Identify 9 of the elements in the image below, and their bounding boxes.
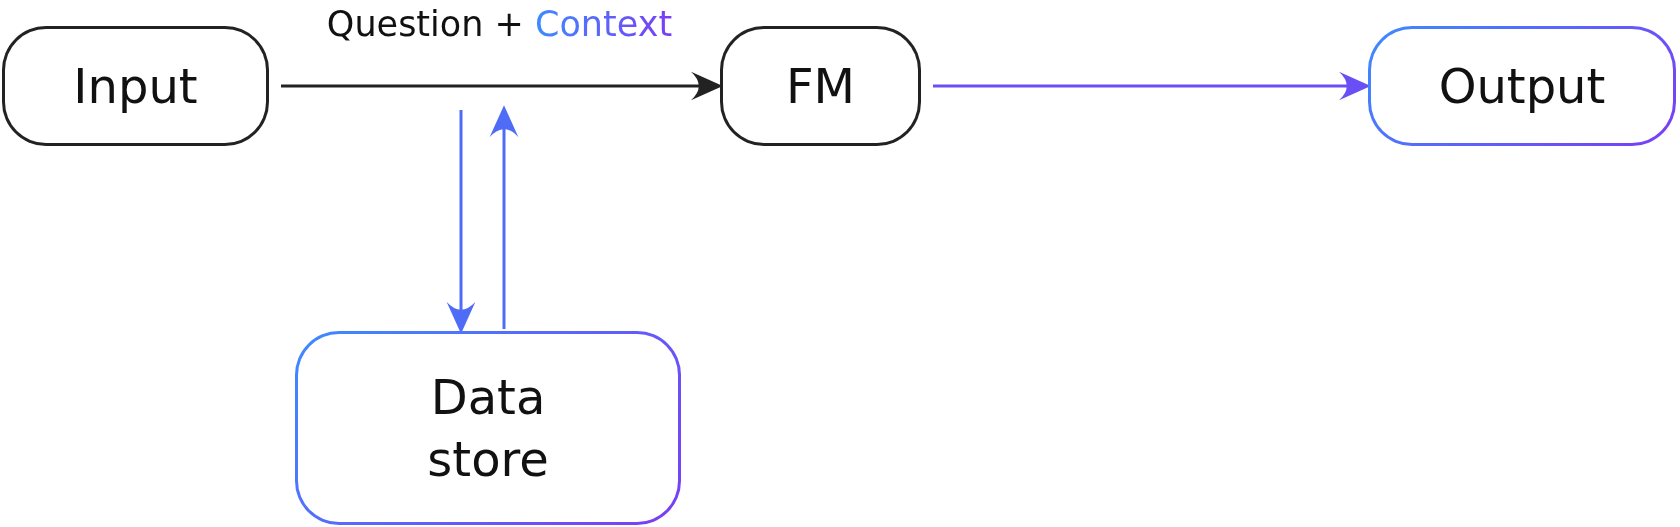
rounded-box bbox=[2, 26, 269, 146]
edge-label: Question + Context bbox=[326, 4, 673, 44]
node-label: Data store bbox=[426, 367, 550, 489]
node-label: FM bbox=[785, 56, 856, 116]
rounded-box bbox=[1368, 26, 1676, 146]
rounded-box bbox=[720, 26, 921, 146]
node-label: Input bbox=[72, 56, 199, 116]
rounded-box bbox=[295, 331, 681, 525]
node-label: Output bbox=[1437, 56, 1607, 116]
